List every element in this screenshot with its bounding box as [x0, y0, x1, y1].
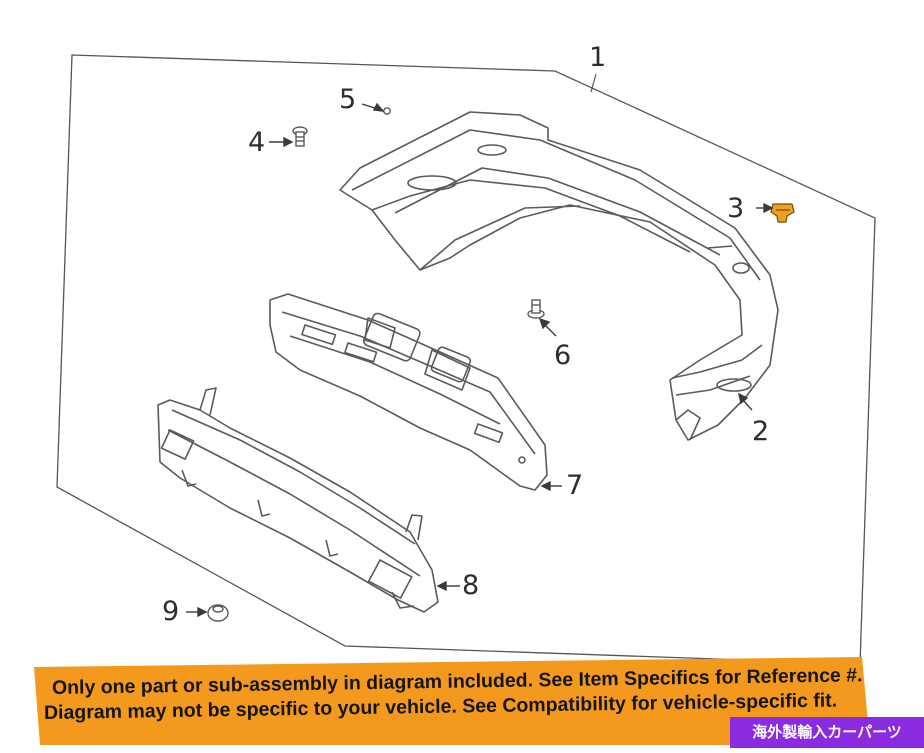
callout-8: 8: [462, 570, 480, 601]
callout-5: 5: [339, 84, 357, 115]
callout-7: 7: [566, 470, 584, 501]
reinforcement-beam: [157, 387, 439, 613]
leader-1: [590, 73, 597, 93]
callout-4: 4: [248, 127, 266, 158]
grommet-part-9: [207, 604, 229, 622]
callout-6: 6: [554, 340, 572, 371]
energy-absorber: [269, 293, 548, 491]
callout-3: 3: [727, 193, 745, 224]
bumper-cover: [339, 111, 779, 441]
callout-2: 2: [752, 416, 770, 447]
bolt-part-4: [292, 126, 308, 147]
banner-background: [34, 657, 870, 745]
clip-part-3: [770, 203, 795, 223]
disclaimer-banner: Only one part or sub-assembly in diagram…: [0, 655, 924, 748]
bolt-part-6: [527, 299, 545, 319]
import-parts-badge: 海外製輸入カーパーツ: [730, 717, 924, 748]
callout-leaders: [186, 102, 774, 618]
callout-1: 1: [589, 42, 607, 73]
callout-9: 9: [162, 596, 180, 627]
bolt-part-5: [383, 107, 391, 115]
